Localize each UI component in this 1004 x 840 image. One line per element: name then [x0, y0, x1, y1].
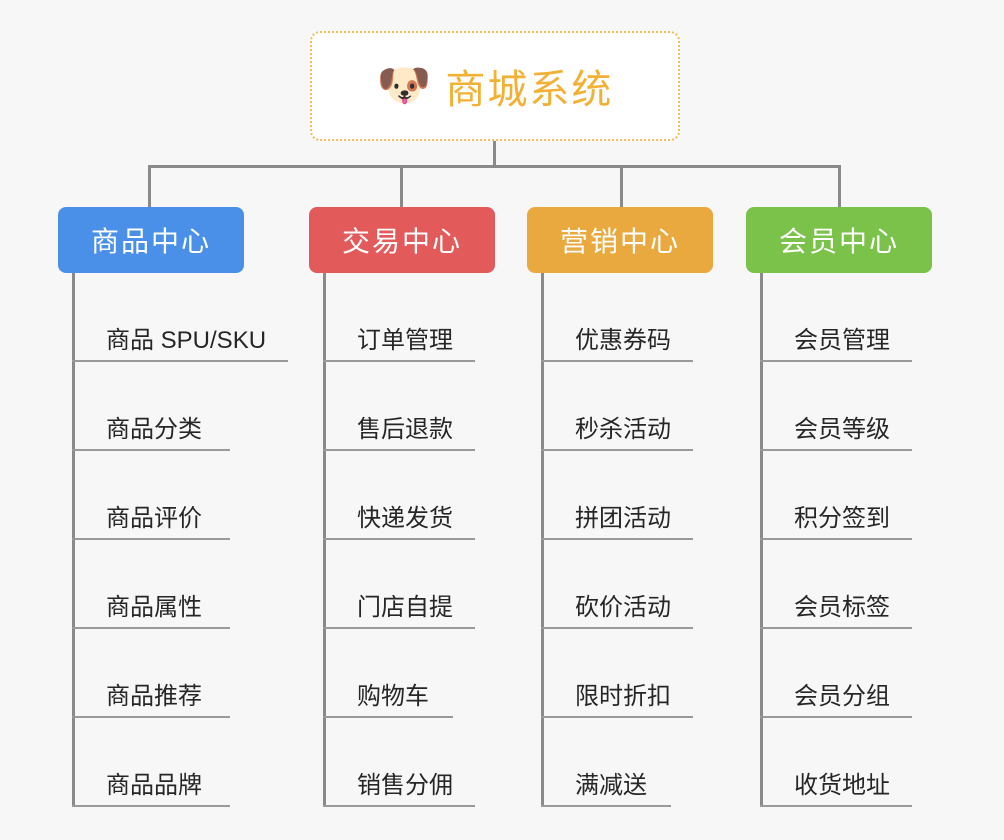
branch-header-label: 商品中心 [90, 226, 211, 257]
list-item[interactable]: 商品品牌 [72, 718, 230, 807]
list-item-label: 会员分组 [794, 682, 890, 710]
list-item-label: 满减送 [575, 771, 647, 799]
list-item[interactable]: 销售分佣 [323, 718, 475, 807]
branch-header-trade-center[interactable]: 交易中心 [309, 207, 495, 273]
list-item-label: 积分签到 [794, 504, 890, 532]
connector-horizontal-bar [148, 165, 840, 168]
list-item[interactable]: 优惠券码 [541, 273, 693, 362]
connector-drop-marketing-center [620, 165, 623, 208]
dog-face-icon: 🐶 [376, 61, 432, 110]
list-item[interactable]: 积分签到 [760, 451, 912, 540]
branch-header-label: 交易中心 [341, 226, 462, 257]
list-item-label: 秒杀活动 [575, 415, 671, 443]
root-title: 商城系统 [445, 68, 614, 112]
branch-header-label: 会员中心 [778, 226, 899, 257]
list-item[interactable]: 售后退款 [323, 362, 475, 451]
branch-header-marketing-center[interactable]: 营销中心 [527, 207, 713, 273]
list-item-label: 收货地址 [794, 771, 890, 799]
list-item-label: 会员等级 [794, 415, 890, 443]
branch-member-center: 会员中心 会员管理 会员等级 积分签到 会员标签 会员分组 收货地址 [746, 207, 932, 807]
list-item[interactable]: 会员管理 [760, 273, 912, 362]
branch-trunk [323, 273, 326, 807]
list-item-label: 会员管理 [794, 326, 890, 354]
list-item[interactable]: 会员标签 [760, 540, 912, 629]
list-item[interactable]: 门店自提 [323, 540, 475, 629]
list-item-label: 会员标签 [794, 593, 890, 621]
connector-drop-trade-center [400, 165, 403, 208]
list-item[interactable]: 商品评价 [72, 451, 230, 540]
list-item[interactable]: 秒杀活动 [541, 362, 693, 451]
list-item[interactable]: 快递发货 [323, 451, 475, 540]
list-item-label: 商品分类 [106, 415, 202, 443]
root-node[interactable]: 🐶 商城系统 [310, 31, 680, 141]
branch-trunk [760, 273, 763, 807]
branch-product-center: 商品中心 商品 SPU/SKU 商品分类 商品评价 商品属性 商品推荐 商品品牌 [58, 207, 288, 807]
list-item[interactable]: 限时折扣 [541, 629, 693, 718]
list-item[interactable]: 拼团活动 [541, 451, 693, 540]
list-item[interactable]: 砍价活动 [541, 540, 693, 629]
list-item-label: 优惠券码 [575, 326, 671, 354]
list-item-label: 拼团活动 [575, 504, 671, 532]
list-item[interactable]: 订单管理 [323, 273, 475, 362]
branch-trunk [541, 273, 544, 807]
branch-body-product-center: 商品 SPU/SKU 商品分类 商品评价 商品属性 商品推荐 商品品牌 [72, 273, 288, 807]
list-item[interactable]: 会员等级 [760, 362, 912, 451]
branch-header-member-center[interactable]: 会员中心 [746, 207, 932, 273]
list-item-label: 商品品牌 [106, 771, 202, 799]
branch-body-marketing-center: 优惠券码 秒杀活动 拼团活动 砍价活动 限时折扣 满减送 [541, 273, 713, 807]
list-item[interactable]: 商品 SPU/SKU [72, 273, 288, 362]
list-item[interactable]: 购物车 [323, 629, 453, 718]
list-item-label: 商品属性 [106, 593, 202, 621]
list-item[interactable]: 会员分组 [760, 629, 912, 718]
branch-body-member-center: 会员管理 会员等级 积分签到 会员标签 会员分组 收货地址 [760, 273, 932, 807]
list-item-label: 售后退款 [357, 415, 453, 443]
list-item-label: 商品推荐 [106, 682, 202, 710]
connector-drop-product-center [148, 165, 151, 208]
list-item[interactable]: 收货地址 [760, 718, 912, 807]
connector-drop-member-center [838, 165, 841, 208]
branch-header-product-center[interactable]: 商品中心 [58, 207, 244, 273]
branch-body-trade-center: 订单管理 售后退款 快递发货 门店自提 购物车 销售分佣 [323, 273, 495, 807]
list-item-label: 门店自提 [357, 593, 453, 621]
list-item[interactable]: 商品属性 [72, 540, 230, 629]
list-item-label: 购物车 [357, 682, 429, 710]
list-item-label: 商品 SPU/SKU [106, 326, 267, 354]
list-item-label: 销售分佣 [357, 771, 453, 799]
branch-trade-center: 交易中心 订单管理 售后退款 快递发货 门店自提 购物车 销售分佣 [309, 207, 495, 807]
list-item[interactable]: 满减送 [541, 718, 671, 807]
connector-root-stem [493, 141, 496, 167]
branch-marketing-center: 营销中心 优惠券码 秒杀活动 拼团活动 砍价活动 限时折扣 满减送 [527, 207, 713, 807]
list-item[interactable]: 商品推荐 [72, 629, 230, 718]
list-item-label: 砍价活动 [575, 593, 671, 621]
list-item[interactable]: 商品分类 [72, 362, 230, 451]
list-item-label: 订单管理 [357, 326, 453, 354]
list-item-label: 商品评价 [106, 504, 202, 532]
list-item-label: 限时折扣 [575, 682, 671, 710]
branch-trunk [72, 273, 75, 807]
list-item-label: 快递发货 [357, 504, 453, 532]
branch-header-label: 营销中心 [559, 226, 680, 257]
